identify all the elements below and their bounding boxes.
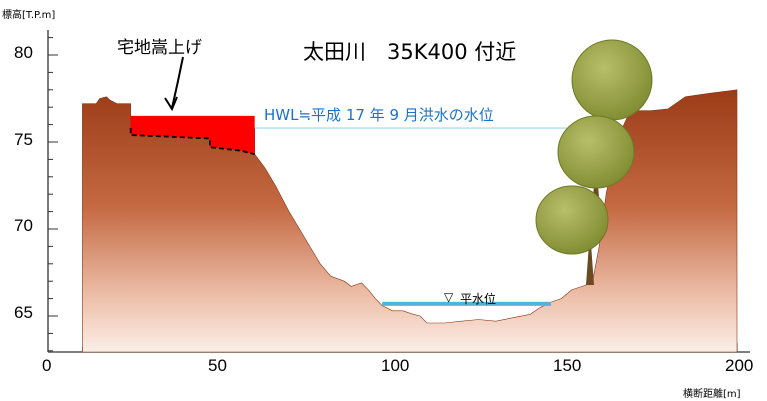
y-tick-label: 70 (14, 216, 33, 235)
x-tick-label: 0 (42, 356, 52, 375)
tree-trunk (586, 230, 594, 285)
tree-canopy (557, 115, 635, 189)
hwl-label: HWL≒平成 17 年 9 月洪水の水位 (264, 106, 494, 124)
raised-land-label: 宅地嵩上げ (117, 38, 202, 58)
tree (535, 185, 609, 285)
x-tick-label: 100 (381, 356, 410, 375)
normal-water-surface (382, 301, 551, 306)
trees (535, 39, 653, 285)
tree-canopy (535, 185, 609, 255)
x-tick-label: 150 (553, 356, 582, 375)
chart-title: 太田川 35K400 付近 (303, 40, 517, 64)
water-layer (254, 127, 620, 306)
x-axis-label: 横断距離[m] (683, 389, 741, 400)
callout-arrow (164, 56, 184, 112)
x-tick-label: 200 (725, 356, 754, 375)
raised-land-layer (129, 115, 255, 156)
x-tick-label: 50 (208, 356, 227, 375)
normal-water-label: 平水位 (460, 292, 497, 306)
tree-canopy (571, 39, 653, 121)
y-axis-label: 標高[T.P.m] (2, 10, 56, 21)
y-tick-label: 80 (14, 43, 33, 62)
raised-land-block (130, 115, 255, 155)
y-tick-label: 75 (14, 130, 33, 149)
normal-water-symbol: ▽ (444, 290, 454, 304)
y-tick-label: 65 (14, 303, 33, 322)
